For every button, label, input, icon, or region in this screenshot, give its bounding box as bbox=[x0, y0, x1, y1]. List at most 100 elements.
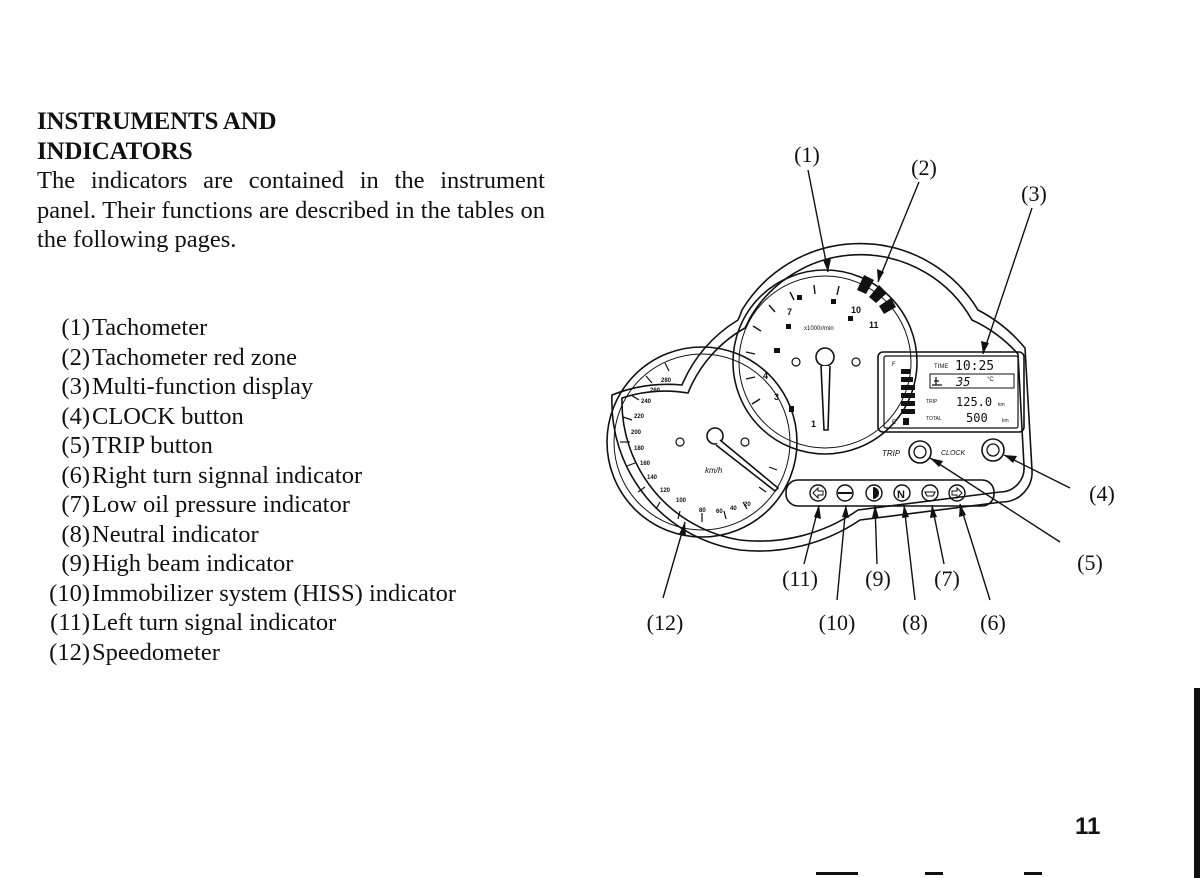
callout-7: (7) bbox=[934, 566, 960, 591]
tachometer-redzone bbox=[857, 275, 896, 314]
speedometer-bezel-inner bbox=[613, 353, 791, 531]
legend-item: (10)Immobilizer system (HISS) indicator bbox=[49, 579, 457, 607]
fuel-gauge-bars bbox=[901, 369, 915, 414]
tach-warning-lamp-right bbox=[851, 357, 861, 367]
component-legend: (1)Tachometer (2)Tachometer red zone (3)… bbox=[37, 313, 456, 667]
speed-number: 240 bbox=[641, 399, 652, 405]
footer-rule bbox=[1024, 872, 1042, 875]
callout-10: (10) bbox=[818, 610, 856, 635]
total-value: 500 bbox=[966, 411, 988, 425]
total-unit: km bbox=[1002, 418, 1009, 424]
footer-rule bbox=[925, 872, 943, 875]
leader-lines bbox=[662, 169, 1071, 601]
callout-1: (1) bbox=[794, 142, 820, 167]
intro-paragraph: The indicators are contained in the inst… bbox=[37, 167, 545, 253]
legend-item: (5)TRIP button bbox=[61, 432, 213, 459]
speed-number: 60 bbox=[716, 509, 723, 515]
tach-number: 10 bbox=[851, 305, 861, 315]
speed-lamp-left bbox=[675, 437, 685, 447]
thumb-index-tab bbox=[1194, 688, 1200, 878]
indicator-lamps: N bbox=[809, 484, 966, 502]
temp-value: 35 bbox=[955, 375, 970, 389]
speed-number: 40 bbox=[730, 506, 737, 512]
housing-outline bbox=[611, 242, 1033, 552]
tachometer-numbers: 1 3 4 7 10 11 bbox=[763, 305, 879, 429]
trip-button-label: TRIP bbox=[882, 449, 901, 458]
trip-value: 125.0 bbox=[956, 395, 992, 409]
callout-5: (5) bbox=[1077, 550, 1103, 575]
callout-12: (12) bbox=[646, 610, 684, 635]
speed-needle bbox=[715, 439, 780, 493]
high-beam-indicator bbox=[865, 484, 883, 502]
tach-warning-lamp-left bbox=[791, 357, 801, 367]
speed-unit-label: km/h bbox=[705, 466, 723, 475]
legend-item: (3)Multi-function display bbox=[61, 373, 314, 400]
callout-2: (2) bbox=[911, 155, 937, 180]
callout-3: (3) bbox=[1021, 181, 1047, 206]
tachometer-dot-marks bbox=[774, 295, 853, 412]
heading-line-1: INSTRUMENTS AND bbox=[37, 108, 277, 135]
tach-number: 4 bbox=[763, 371, 768, 381]
low-oil-pressure-indicator bbox=[921, 484, 939, 502]
speed-number: 80 bbox=[699, 508, 706, 514]
time-label: TIME bbox=[934, 364, 948, 370]
tach-number: 11 bbox=[869, 320, 879, 330]
leader-arrowheads bbox=[679, 259, 1017, 536]
neutral-indicator bbox=[893, 484, 911, 502]
left-turn-indicator bbox=[809, 484, 827, 502]
tach-number: 1 bbox=[811, 419, 816, 429]
legend-item: (4)CLOCK button bbox=[61, 402, 244, 430]
right-turn-indicator bbox=[948, 484, 966, 502]
display-bezel bbox=[877, 351, 1025, 433]
legend-item: (2)Tachometer red zone bbox=[61, 343, 298, 371]
speedometer-numbers: 20 40 60 80 100 120 140 160 180 200 220 … bbox=[631, 378, 751, 515]
speed-number: 180 bbox=[634, 446, 645, 452]
legend-item: (1)Tachometer bbox=[61, 314, 208, 341]
legend-item: (8)Neutral indicator bbox=[61, 520, 259, 548]
trip-unit: km bbox=[998, 402, 1005, 408]
display-screen bbox=[883, 355, 1019, 429]
tach-number: 7 bbox=[787, 307, 792, 317]
instrument-panel-drawing: 1 3 4 7 10 11 x1000r/min 20 40 60 80 bbox=[606, 169, 1071, 601]
speed-number: 260 bbox=[650, 388, 661, 394]
speedometer-bezel bbox=[606, 346, 798, 538]
tach-needle-hub bbox=[815, 347, 835, 367]
heading-line-2: INDICATORS bbox=[37, 138, 193, 165]
speed-number: 160 bbox=[640, 461, 651, 467]
speed-number: 100 bbox=[676, 498, 687, 504]
callout-11: (11) bbox=[782, 566, 818, 591]
tach-needle bbox=[820, 365, 831, 431]
clock-button[interactable] bbox=[981, 438, 1005, 462]
speed-number: 280 bbox=[661, 378, 672, 384]
speed-number: 220 bbox=[634, 414, 645, 420]
legend-item: (9)High beam indicator bbox=[61, 550, 294, 577]
legend-item: (12)Speedometer bbox=[49, 638, 220, 666]
temp-unit: °C bbox=[987, 377, 994, 383]
legend-item: (6)Right turn signnal indicator bbox=[61, 461, 363, 489]
callout-8: (8) bbox=[902, 610, 928, 635]
page-number: 11 bbox=[1075, 813, 1101, 840]
tachometer-bezel bbox=[732, 269, 918, 455]
legend-item: (11)Left turn signal indicator bbox=[50, 609, 337, 636]
callout-6: (6) bbox=[980, 610, 1006, 635]
tach-number: 3 bbox=[774, 392, 779, 402]
tach-unit-label: x1000r/min bbox=[804, 326, 834, 332]
time-value: 10:25 bbox=[955, 359, 994, 374]
trip-button[interactable] bbox=[908, 440, 932, 464]
speed-lamp-right bbox=[740, 437, 750, 447]
legend-item: (7)Low oil pressure indicator bbox=[61, 491, 350, 518]
speed-needle-hub bbox=[706, 427, 724, 445]
speedometer-ticks bbox=[620, 362, 778, 522]
svg-text:N: N bbox=[897, 489, 905, 501]
footer-rule bbox=[816, 872, 858, 875]
fuel-empty-label: E bbox=[892, 420, 896, 426]
tachometer-ticks bbox=[745, 284, 840, 405]
indicator-strip bbox=[785, 479, 995, 507]
hiss-indicator bbox=[836, 484, 854, 502]
section-heading: INSTRUMENTS AND INDICATORS bbox=[37, 107, 277, 167]
temp-readout-box bbox=[929, 373, 1015, 389]
speed-number: 20 bbox=[744, 502, 751, 508]
callout-4: (4) bbox=[1089, 481, 1115, 506]
housing-inner-outline bbox=[621, 253, 1025, 542]
fuel-full-label: F bbox=[892, 362, 896, 368]
